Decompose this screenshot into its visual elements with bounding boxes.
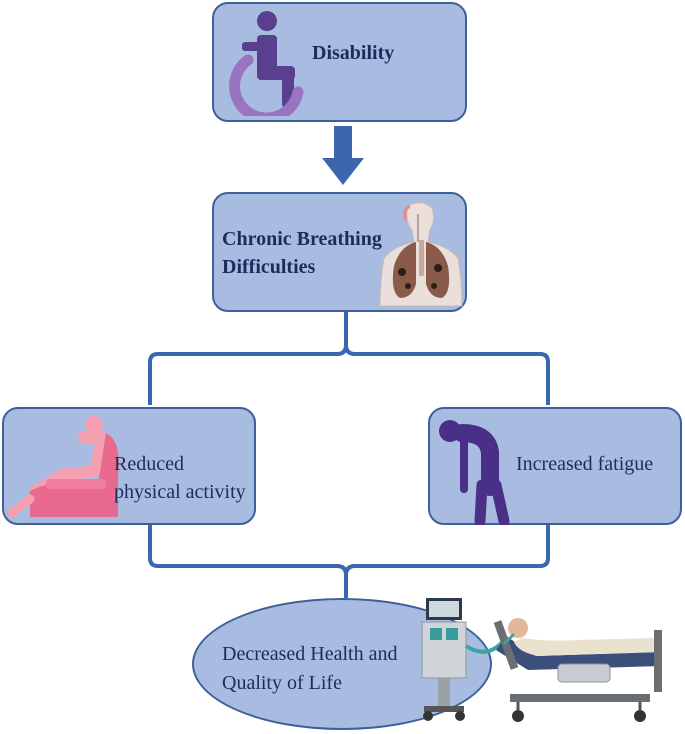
- reduced-label-line1: Reduced: [114, 453, 184, 475]
- disability-box: Disability: [212, 2, 467, 122]
- disability-label: Disability: [312, 42, 395, 64]
- reduced-activity-box: Reduced physical activity: [2, 407, 256, 525]
- health-label-line2: Quality of Life: [222, 672, 342, 694]
- wheelchair-icon: [229, 11, 304, 116]
- breathing-label-line2: Difficulties: [222, 256, 316, 278]
- health-label-line1: Decreased Health and: [222, 643, 398, 665]
- down-arrow: [322, 126, 364, 185]
- merge-bracket: [148, 525, 550, 598]
- lungs-icon: [379, 202, 463, 307]
- breathing-box: Chronic Breathing Difficulties: [212, 192, 467, 312]
- split-bracket: [148, 312, 550, 405]
- hospital-bed-ventilator-icon: [421, 598, 662, 722]
- fatigue-label: Increased fatigue: [516, 453, 654, 475]
- tired-person-icon: [439, 420, 510, 525]
- recliner-person-icon: [7, 416, 119, 518]
- reduced-label-line2: physical activity: [114, 481, 246, 503]
- breathing-label-line1: Chronic Breathing: [222, 228, 382, 250]
- fatigue-box: Increased fatigue: [428, 407, 682, 525]
